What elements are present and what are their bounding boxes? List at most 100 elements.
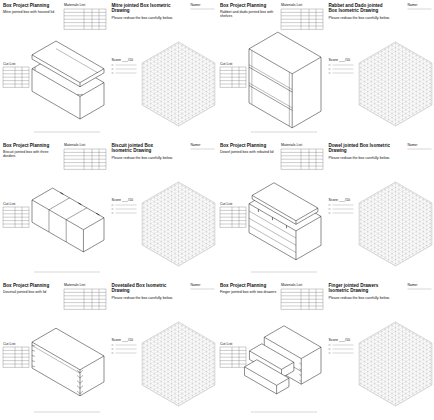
box-edge <box>32 365 35 367</box>
table-rule <box>92 9 93 29</box>
grid-line <box>137 91 221 139</box>
box-edge <box>252 195 296 220</box>
grid-line <box>354 411 434 420</box>
box-face <box>249 32 321 128</box>
sheet-title: Dovetailed Box Isometric Drawing <box>112 283 174 294</box>
box-edge <box>80 382 104 396</box>
box-face <box>245 360 289 394</box>
table-rule <box>281 292 323 293</box>
grid-line <box>137 171 221 219</box>
grid-line <box>137 391 221 420</box>
grid-line <box>137 75 221 123</box>
box-edge <box>284 326 321 347</box>
table-rule <box>220 84 246 85</box>
grid-line <box>137 275 221 323</box>
box-edge <box>32 188 53 200</box>
grid-line <box>354 419 434 420</box>
grid-line <box>164 182 165 266</box>
table-rule <box>3 67 4 87</box>
check-line <box>333 73 354 74</box>
grid-line <box>354 235 434 283</box>
grid-line <box>171 182 172 266</box>
grid-line <box>185 182 186 266</box>
isometric-grid <box>354 0 434 200</box>
grid-line <box>137 27 221 75</box>
grid-line <box>209 322 210 406</box>
grid-line <box>137 75 221 123</box>
table-rule <box>220 224 246 225</box>
sheet-text: Finger jointed box with two drawers <box>220 290 278 294</box>
grid-line <box>354 275 434 323</box>
sheet-text: Score ___/10 <box>329 58 359 62</box>
grid-line <box>137 251 221 299</box>
table-rule <box>3 84 29 85</box>
grid-line <box>137 399 221 420</box>
grid-line <box>354 403 434 420</box>
sheet-title: Mitre jointed Box Isometric Drawing <box>112 3 174 14</box>
grid-line <box>137 327 221 375</box>
grid-line <box>137 367 221 415</box>
grid-line <box>354 379 434 420</box>
table-rule <box>22 347 23 367</box>
grid-line <box>416 182 417 266</box>
table-rule <box>301 9 302 29</box>
name-line <box>191 9 215 10</box>
grid-border <box>359 182 432 266</box>
sheet-text: Name: <box>191 283 215 287</box>
box-edge <box>32 350 35 352</box>
table-rule <box>3 350 29 351</box>
checkbox <box>112 349 114 350</box>
grid-line <box>354 135 434 183</box>
grid-line <box>137 215 221 263</box>
table-rule <box>3 73 29 74</box>
grid-line <box>192 42 193 126</box>
sheet-text: Name: <box>191 3 215 7</box>
box-face <box>252 183 318 225</box>
grid-line <box>137 59 221 107</box>
table-rule <box>281 9 323 10</box>
check-line <box>116 209 137 210</box>
grid-line <box>143 322 144 406</box>
grid-line <box>137 31 221 79</box>
grid-line <box>137 275 221 323</box>
table-rule <box>3 353 29 354</box>
grid-line <box>137 211 221 259</box>
grid-line <box>354 91 434 139</box>
table-rule <box>239 207 240 227</box>
box-edge <box>83 240 104 252</box>
grid-line <box>157 182 158 266</box>
isometric-page <box>329 0 434 200</box>
sheet-title: Box Project Planning <box>220 3 282 8</box>
box-edge <box>249 218 296 245</box>
grid-line <box>137 395 221 420</box>
grid-line <box>137 47 221 95</box>
table-rule <box>15 67 16 87</box>
grid-line <box>137 275 221 323</box>
grid-line <box>354 91 434 139</box>
grid-line <box>357 322 358 406</box>
grid-line <box>137 195 221 243</box>
box-edge <box>66 208 87 220</box>
grid-border <box>359 42 432 126</box>
table-rule <box>246 67 247 87</box>
grid-line <box>137 7 221 55</box>
checkbox <box>329 345 331 346</box>
grid-line <box>154 182 155 266</box>
grid-line <box>354 107 434 155</box>
table-rule <box>64 155 106 156</box>
table-rule <box>232 207 233 227</box>
grid-line <box>395 182 396 266</box>
box-edge <box>245 375 277 394</box>
table-rule <box>3 87 29 88</box>
grid-line <box>137 355 221 403</box>
grid-line <box>354 99 434 147</box>
grid-line <box>137 179 221 227</box>
grid-line <box>354 111 434 159</box>
grid-line <box>354 395 434 420</box>
box-edge <box>32 328 56 342</box>
grid-line <box>137 343 221 391</box>
grid-line <box>137 363 221 411</box>
table-rule <box>281 152 323 153</box>
sheet-text: Materials List <box>64 283 106 287</box>
box-edge <box>80 69 104 83</box>
